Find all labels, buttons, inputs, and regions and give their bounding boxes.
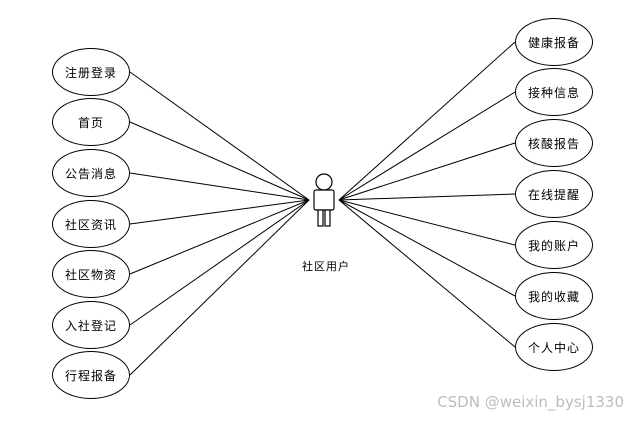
left-use-case-7: 行程报备 bbox=[52, 351, 130, 399]
actor-figure bbox=[313, 173, 335, 227]
left-use-case-2: 首页 bbox=[52, 98, 130, 146]
watermark: CSDN @weixin_bysj1330 bbox=[437, 393, 624, 411]
association-left-5 bbox=[129, 199, 310, 275]
association-left-2 bbox=[129, 121, 310, 201]
left-use-case-1: 注册登录 bbox=[52, 48, 130, 96]
right-use-case-3: 核酸报告 bbox=[515, 119, 593, 167]
left-use-case-5: 社区物资 bbox=[52, 250, 130, 298]
association-right-7 bbox=[338, 199, 516, 348]
right-use-case-5: 我的账户 bbox=[515, 221, 593, 269]
right-use-case-6: 我的收藏 bbox=[515, 272, 593, 320]
association-right-5 bbox=[338, 199, 516, 246]
actor-head bbox=[315, 173, 333, 191]
association-lines bbox=[129, 41, 516, 376]
association-right-1 bbox=[338, 41, 516, 201]
left-use-case-3: 公告消息 bbox=[52, 149, 130, 197]
actor-right-leg bbox=[324, 209, 331, 227]
right-use-case-2: 接种信息 bbox=[515, 68, 593, 116]
actor-body bbox=[313, 189, 335, 211]
association-right-6 bbox=[338, 199, 516, 297]
left-use-case-6: 入社登记 bbox=[52, 301, 130, 349]
right-use-case-7: 个人中心 bbox=[515, 323, 593, 371]
association-left-6 bbox=[129, 199, 310, 326]
actor-label: 社区用户 bbox=[302, 260, 350, 273]
association-right-2 bbox=[338, 91, 516, 201]
right-use-case-4: 在线提醒 bbox=[515, 170, 593, 218]
association-left-3 bbox=[129, 172, 310, 201]
left-use-case-4: 社区资讯 bbox=[52, 200, 130, 248]
actor-left-leg bbox=[317, 209, 324, 227]
association-right-4 bbox=[338, 193, 516, 201]
right-use-case-1: 健康报备 bbox=[515, 18, 593, 66]
association-left-1 bbox=[129, 71, 310, 201]
association-right-3 bbox=[338, 142, 516, 201]
association-left-7 bbox=[129, 199, 310, 376]
association-left-4 bbox=[129, 199, 310, 225]
